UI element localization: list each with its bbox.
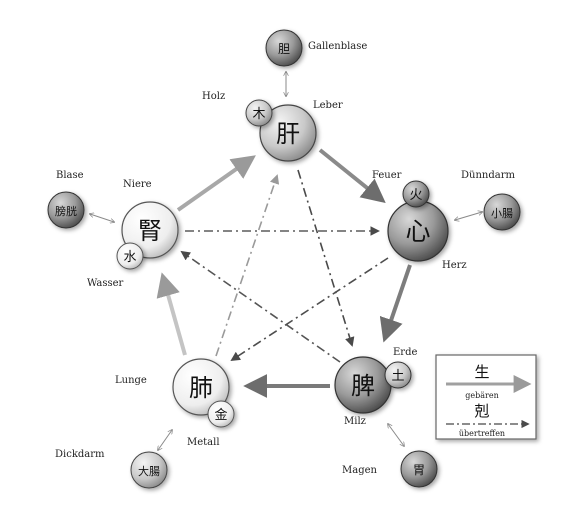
small-intestine-char: 小腸	[491, 207, 513, 220]
legend-control-label: übertreffen	[459, 429, 505, 438]
connector-large-intestine	[158, 430, 172, 450]
arrow-lung-to-kidney	[156, 272, 187, 356]
connector-stomach	[388, 424, 404, 446]
gallbladder-char: 胆	[278, 42, 290, 56]
lung-element-label: Metall	[187, 437, 220, 448]
heart-element-char: 火	[409, 188, 422, 203]
lung-label: Lunge	[115, 375, 147, 386]
connector-bladder	[90, 214, 114, 222]
node-heart: 心 火 Feuer Herz	[372, 170, 467, 271]
satellite-small-intestine: 小腸 Dünndarm	[461, 170, 521, 231]
gallbladder-label: Gallenblase	[308, 41, 367, 52]
arrow-kidney-to-liver	[176, 155, 256, 212]
satellite-large-intestine: 大腸 Dickdarm	[55, 449, 168, 489]
node-spleen: 脾 土 Erde Milz	[334, 347, 417, 427]
satellite-gallbladder: 胆 Gallenblase	[265, 29, 367, 67]
kidney-element-label: Wasser	[87, 278, 124, 289]
arrow-heart-to-spleen	[379, 264, 412, 343]
heart-label: Herz	[442, 260, 467, 271]
kidney-char: 腎	[138, 217, 162, 245]
generating-cycle	[156, 148, 412, 398]
arrow-heart-to-lung	[230, 257, 389, 362]
liver-element-char: 木	[252, 107, 265, 122]
node-kidney: 腎 水 Wasser Niere	[87, 179, 179, 289]
large-intestine-char: 大腸	[138, 464, 160, 478]
spleen-element-char: 土	[391, 369, 404, 384]
satellite-bladder: 膀胱 Blase	[47, 170, 85, 229]
satellite-stomach: 胃 Magen	[342, 450, 438, 488]
legend-control-char: 剋	[474, 402, 489, 420]
liver-label: Leber	[313, 100, 343, 111]
bladder-char: 膀胱	[55, 204, 77, 218]
controlling-cycle	[180, 169, 389, 363]
liver-char: 肝	[276, 120, 300, 148]
legend: 生 gebären 剋 übertreffen	[435, 354, 537, 440]
connector-small-intestine	[455, 212, 482, 220]
spleen-element-label: Erde	[393, 347, 417, 358]
arrow-spleen-to-kidney	[180, 250, 341, 363]
kidney-label: Niere	[123, 179, 152, 190]
lung-element-char: 金	[214, 407, 227, 423]
arrow-lung-to-liver	[215, 174, 280, 357]
bladder-label: Blase	[56, 170, 84, 181]
node-liver: 肝 木 Holz Leber	[202, 91, 343, 162]
large-intestine-label: Dickdarm	[55, 449, 105, 460]
lung-char: 肺	[189, 374, 213, 402]
arrow-liver-to-spleen	[297, 169, 355, 347]
stomach-label: Magen	[342, 465, 378, 476]
heart-char: 心	[405, 217, 430, 246]
stomach-char: 胃	[413, 463, 425, 477]
node-lung: 肺 金 Metall Lunge	[115, 358, 235, 448]
spleen-label: Milz	[344, 416, 366, 427]
arrow-liver-to-heart	[318, 148, 386, 204]
heart-element-label: Feuer	[372, 170, 402, 181]
legend-generate-char: 生	[474, 363, 489, 381]
satellite-connectors	[90, 72, 482, 450]
spleen-char: 脾	[351, 372, 375, 400]
liver-element-label: Holz	[202, 91, 225, 102]
legend-generate-label: gebären	[465, 391, 498, 400]
kidney-element-char: 水	[123, 250, 136, 265]
small-intestine-label: Dünndarm	[461, 170, 515, 181]
